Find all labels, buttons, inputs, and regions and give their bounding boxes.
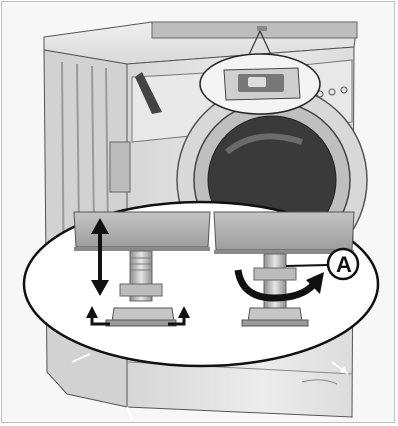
top-panel-strip — [152, 22, 357, 38]
adjustable-feet-inset — [24, 202, 378, 366]
washing-machine-diagram — [2, 2, 395, 423]
